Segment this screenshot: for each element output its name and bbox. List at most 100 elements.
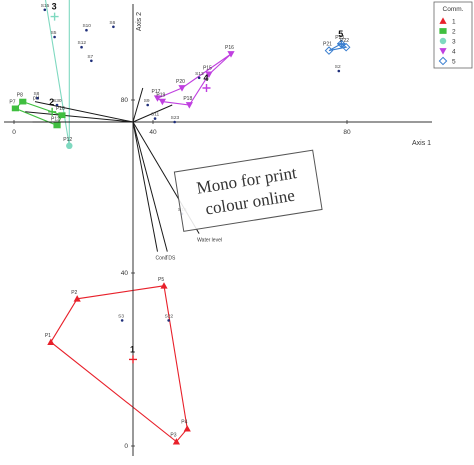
site-label: S9 — [144, 98, 150, 104]
point-p19 — [158, 98, 166, 106]
vector-arrow — [132, 104, 173, 123]
community-hulls — [14, 0, 348, 443]
point-p22 — [341, 42, 351, 52]
legend-marker-3 — [439, 37, 447, 45]
point-p20 — [178, 85, 186, 92]
x-tick-label: 40 — [149, 129, 157, 136]
point-p4 — [183, 425, 191, 432]
site-s8 — [36, 96, 39, 100]
point-label: P3 — [170, 433, 176, 439]
point-p5 — [160, 282, 168, 289]
point-p21 — [324, 46, 334, 55]
point-label: P20 — [176, 79, 185, 85]
site-s2 — [337, 69, 341, 73]
point-label: P2 — [71, 290, 77, 296]
group-number-label: 5 — [338, 29, 343, 39]
point-label: P5 — [158, 277, 164, 283]
vector-arrow — [34, 101, 134, 123]
site-label: S12 — [78, 40, 87, 46]
site-label: S22 — [165, 313, 174, 319]
site-s12 — [80, 45, 83, 49]
mono-print-stamp: Mono for print colour online — [173, 149, 323, 232]
point-p7 — [11, 105, 19, 112]
point-p16 — [227, 51, 235, 58]
vector-label: TDS — [165, 256, 176, 262]
site-label: S7 — [87, 54, 93, 60]
centroid-community-3 — [50, 12, 59, 21]
point-label: P21 — [323, 42, 332, 48]
point-p10 — [58, 112, 66, 119]
x-tick-label: 80 — [343, 129, 351, 136]
site-label: S3 — [118, 313, 124, 319]
site-label: S30 — [53, 98, 62, 104]
point-p12 — [66, 142, 73, 150]
legend-label: 5 — [452, 59, 456, 66]
point-p3 — [172, 438, 180, 445]
legend-label: 1 — [452, 19, 456, 26]
vector-arrow — [25, 111, 134, 123]
site-s15 — [43, 8, 47, 12]
legend-box — [433, 1, 473, 69]
point-label: P22 — [340, 38, 349, 44]
point-label: P19 — [156, 93, 165, 99]
point-p12 — [53, 122, 61, 129]
y-axis-label: Axis 2 — [136, 12, 143, 31]
point-label: P16 — [225, 45, 234, 51]
legend-label: 4 — [452, 49, 456, 56]
y-tick-label: 80 — [121, 97, 129, 104]
y-tick-label: 0 — [124, 443, 128, 450]
vector-arrow — [132, 87, 144, 123]
group-number-label: 1 — [130, 344, 135, 354]
point-p17 — [153, 95, 162, 102]
vector-label: Cond — [156, 256, 168, 262]
site-s9 — [146, 103, 149, 107]
point-label: P12 — [51, 116, 60, 122]
site-s5 — [53, 35, 56, 39]
centroid-community-1 — [129, 355, 137, 364]
site-s30 — [55, 103, 59, 107]
site-label: S5 — [51, 30, 57, 36]
legend-marker-5 — [438, 56, 448, 66]
site-label: S13 — [195, 71, 204, 77]
site-label: S11 — [151, 112, 160, 118]
site-s11 — [153, 117, 157, 120]
legend-marker-1 — [439, 17, 447, 24]
centroid-community-2 — [48, 107, 57, 116]
point-labels: P5P2P1P3P41P8P7P10P122P14P13P11P123P16P1… — [9, 2, 349, 439]
vector-arrow — [132, 121, 168, 252]
point-p18 — [185, 102, 193, 109]
point-label: P8 — [17, 93, 23, 99]
legend-marker-2 — [439, 28, 447, 34]
point-label: P17 — [152, 89, 161, 95]
group-number-label: 3 — [52, 2, 57, 12]
point-label: P15 — [203, 65, 212, 71]
point-label: P1 — [45, 333, 51, 339]
point-p2 — [73, 295, 81, 302]
site-s7 — [90, 59, 93, 63]
point-p8 — [19, 98, 27, 105]
site-label: S23 — [171, 115, 180, 121]
site-s6 — [112, 25, 115, 29]
legend-title: Comm. — [443, 6, 464, 13]
centroid-community-4 — [202, 84, 211, 92]
centroid-community-5 — [337, 39, 346, 48]
point-label: P4 — [181, 420, 187, 426]
site-label: S8 — [33, 91, 39, 97]
group-number-label: 2 — [49, 97, 54, 107]
hull-community-1 — [50, 285, 188, 443]
site-points — [36, 8, 341, 322]
point-label: P18 — [183, 96, 192, 102]
point-label: P12 — [63, 137, 72, 143]
y-tick-label: 40 — [121, 270, 129, 277]
point-p1 — [47, 338, 55, 345]
group-number-label: 4 — [204, 73, 209, 83]
site-label: S15 — [41, 3, 50, 9]
hull-community-3 — [44, 0, 70, 146]
sample-points — [11, 12, 351, 445]
site-s13 — [197, 76, 201, 80]
site-s3 — [120, 319, 124, 322]
